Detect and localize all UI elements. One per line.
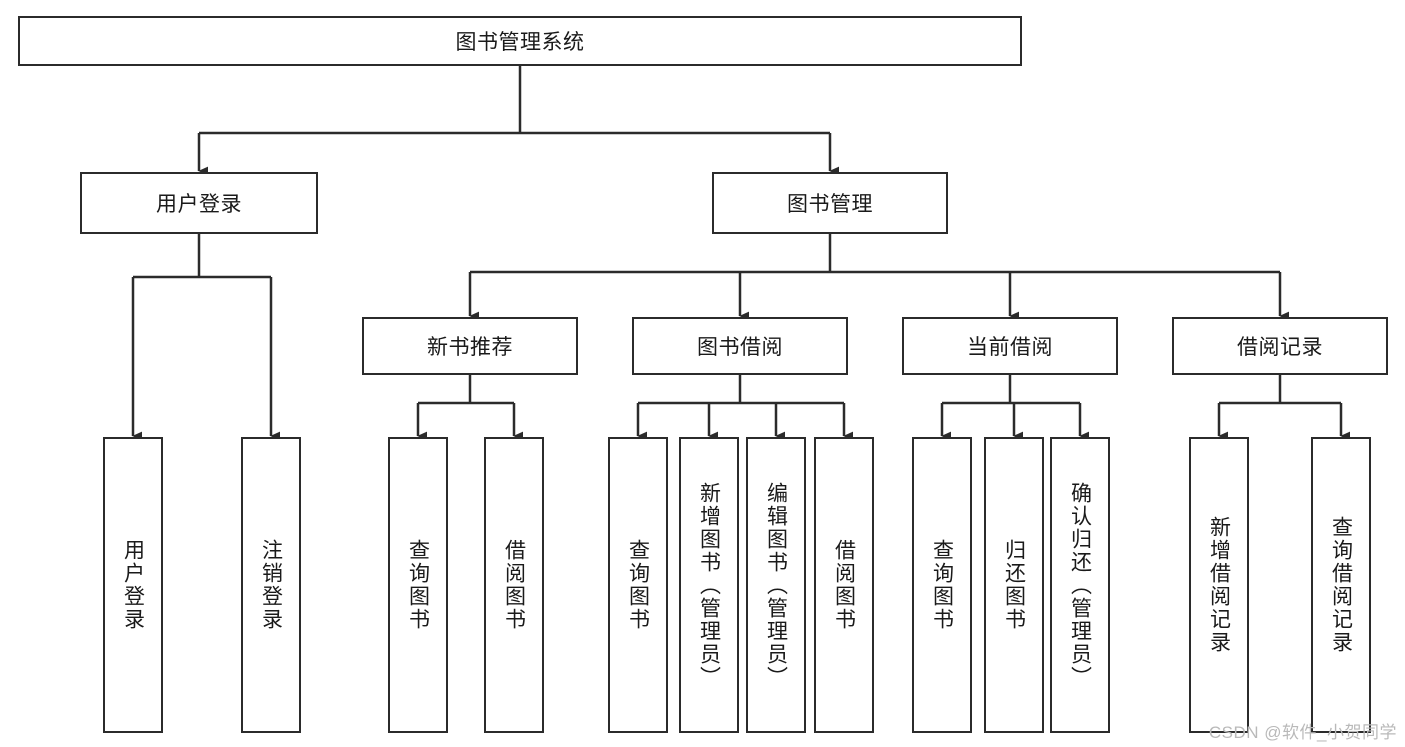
leaf-add-book-admin[interactable]: 新增图书（管理员） bbox=[679, 437, 739, 733]
node-borrow-record[interactable]: 借阅记录 bbox=[1172, 317, 1388, 375]
leaf-query-book[interactable]: 查询图书 bbox=[608, 437, 668, 733]
node-label: 查询图书 bbox=[930, 539, 954, 631]
node-label: 借阅记录 bbox=[1237, 336, 1323, 359]
node-label: 当前借阅 bbox=[967, 336, 1053, 359]
node-label: 确认归还（管理员） bbox=[1068, 481, 1092, 689]
leaf-user-login[interactable]: 用户登录 bbox=[103, 437, 163, 733]
node-current-borrow[interactable]: 当前借阅 bbox=[902, 317, 1118, 375]
node-label: 查询图书 bbox=[626, 539, 650, 631]
node-label: 归还图书 bbox=[1002, 539, 1026, 631]
node-label: 查询图书 bbox=[406, 539, 430, 631]
node-user-login-group[interactable]: 用户登录 bbox=[80, 172, 318, 234]
node-label: 图书管理系统 bbox=[455, 31, 585, 54]
leaf-logout[interactable]: 注销登录 bbox=[241, 437, 301, 733]
node-label: 编辑图书（管理员） bbox=[764, 481, 788, 689]
node-label: 图书借阅 bbox=[697, 336, 783, 359]
node-root[interactable]: 图书管理系统 bbox=[18, 16, 1022, 66]
node-label: 新书推荐 bbox=[427, 336, 513, 359]
leaf-return-book[interactable]: 归还图书 bbox=[984, 437, 1044, 733]
node-label: 用户登录 bbox=[156, 193, 242, 216]
leaf-borrow-book[interactable]: 借阅图书 bbox=[814, 437, 874, 733]
leaf-query-book-recommend[interactable]: 查询图书 bbox=[388, 437, 448, 733]
node-label: 新增借阅记录 bbox=[1207, 516, 1231, 654]
leaf-query-book-current[interactable]: 查询图书 bbox=[912, 437, 972, 733]
node-label: 查询借阅记录 bbox=[1329, 516, 1353, 654]
leaf-add-borrow-record[interactable]: 新增借阅记录 bbox=[1189, 437, 1249, 733]
node-label: 新增图书（管理员） bbox=[697, 481, 721, 689]
node-label: 用户登录 bbox=[121, 539, 145, 631]
node-new-book-recommend[interactable]: 新书推荐 bbox=[362, 317, 578, 375]
node-book-management-group[interactable]: 图书管理 bbox=[712, 172, 948, 234]
leaf-borrow-book-recommend[interactable]: 借阅图书 bbox=[484, 437, 544, 733]
leaf-confirm-return-admin[interactable]: 确认归还（管理员） bbox=[1050, 437, 1110, 733]
node-label: 借阅图书 bbox=[502, 539, 526, 631]
node-label: 注销登录 bbox=[259, 539, 283, 631]
node-label: 图书管理 bbox=[787, 193, 873, 216]
leaf-query-borrow-record[interactable]: 查询借阅记录 bbox=[1311, 437, 1371, 733]
leaf-edit-book-admin[interactable]: 编辑图书（管理员） bbox=[746, 437, 806, 733]
node-book-borrow[interactable]: 图书借阅 bbox=[632, 317, 848, 375]
csdn-watermark: CSDN @软件_小贺同学 bbox=[1208, 723, 1397, 742]
node-label: 借阅图书 bbox=[832, 539, 856, 631]
